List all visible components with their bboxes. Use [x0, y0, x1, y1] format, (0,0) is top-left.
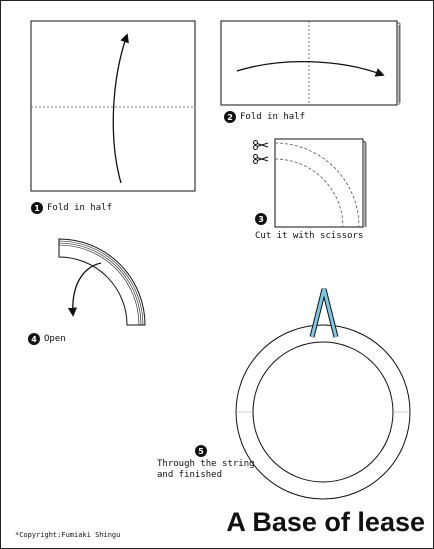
scissors-icon: [253, 140, 269, 150]
step1-number-badge: 1: [31, 202, 43, 214]
step5-ring: [235, 324, 411, 500]
step3-text: Cut it with scissors: [255, 231, 364, 241]
step2-number-badge: 2: [224, 111, 236, 123]
copyright-notice: *Copyright:Fumiaki Shingu: [15, 531, 121, 539]
step2-paper: [220, 20, 401, 106]
step1-fold-arrow: [112, 33, 129, 184]
step4-open-arrow: [67, 262, 102, 317]
step1-text: Fold in half: [47, 203, 113, 213]
step4-label: 4 Open: [28, 333, 66, 345]
step1-paper: [30, 20, 196, 192]
step4-number-badge: 4: [28, 333, 40, 345]
step2-label: 2 Fold in half: [224, 111, 305, 123]
step5-number-badge: 5: [195, 445, 207, 457]
step1-label: 1 Fold in half: [31, 202, 112, 214]
step4-text: Open: [44, 334, 66, 344]
step5-label: 5: [195, 445, 207, 457]
step4-quarter-ring: [58, 238, 146, 326]
cut-line-outer: [274, 142, 360, 228]
step3-paper: [274, 138, 367, 228]
scissors-icon: [253, 154, 269, 164]
page-title: A Base of lease: [226, 507, 425, 537]
step3-label: 3: [255, 213, 267, 225]
step5-text-line2: and finished: [157, 470, 223, 480]
step5-text-line1: Through the string: [157, 459, 255, 469]
step3-number-badge: 3: [255, 213, 267, 225]
string-loop: [309, 288, 339, 338]
step2-text: Fold in half: [240, 112, 306, 122]
step2-fold-arrow: [236, 60, 385, 77]
